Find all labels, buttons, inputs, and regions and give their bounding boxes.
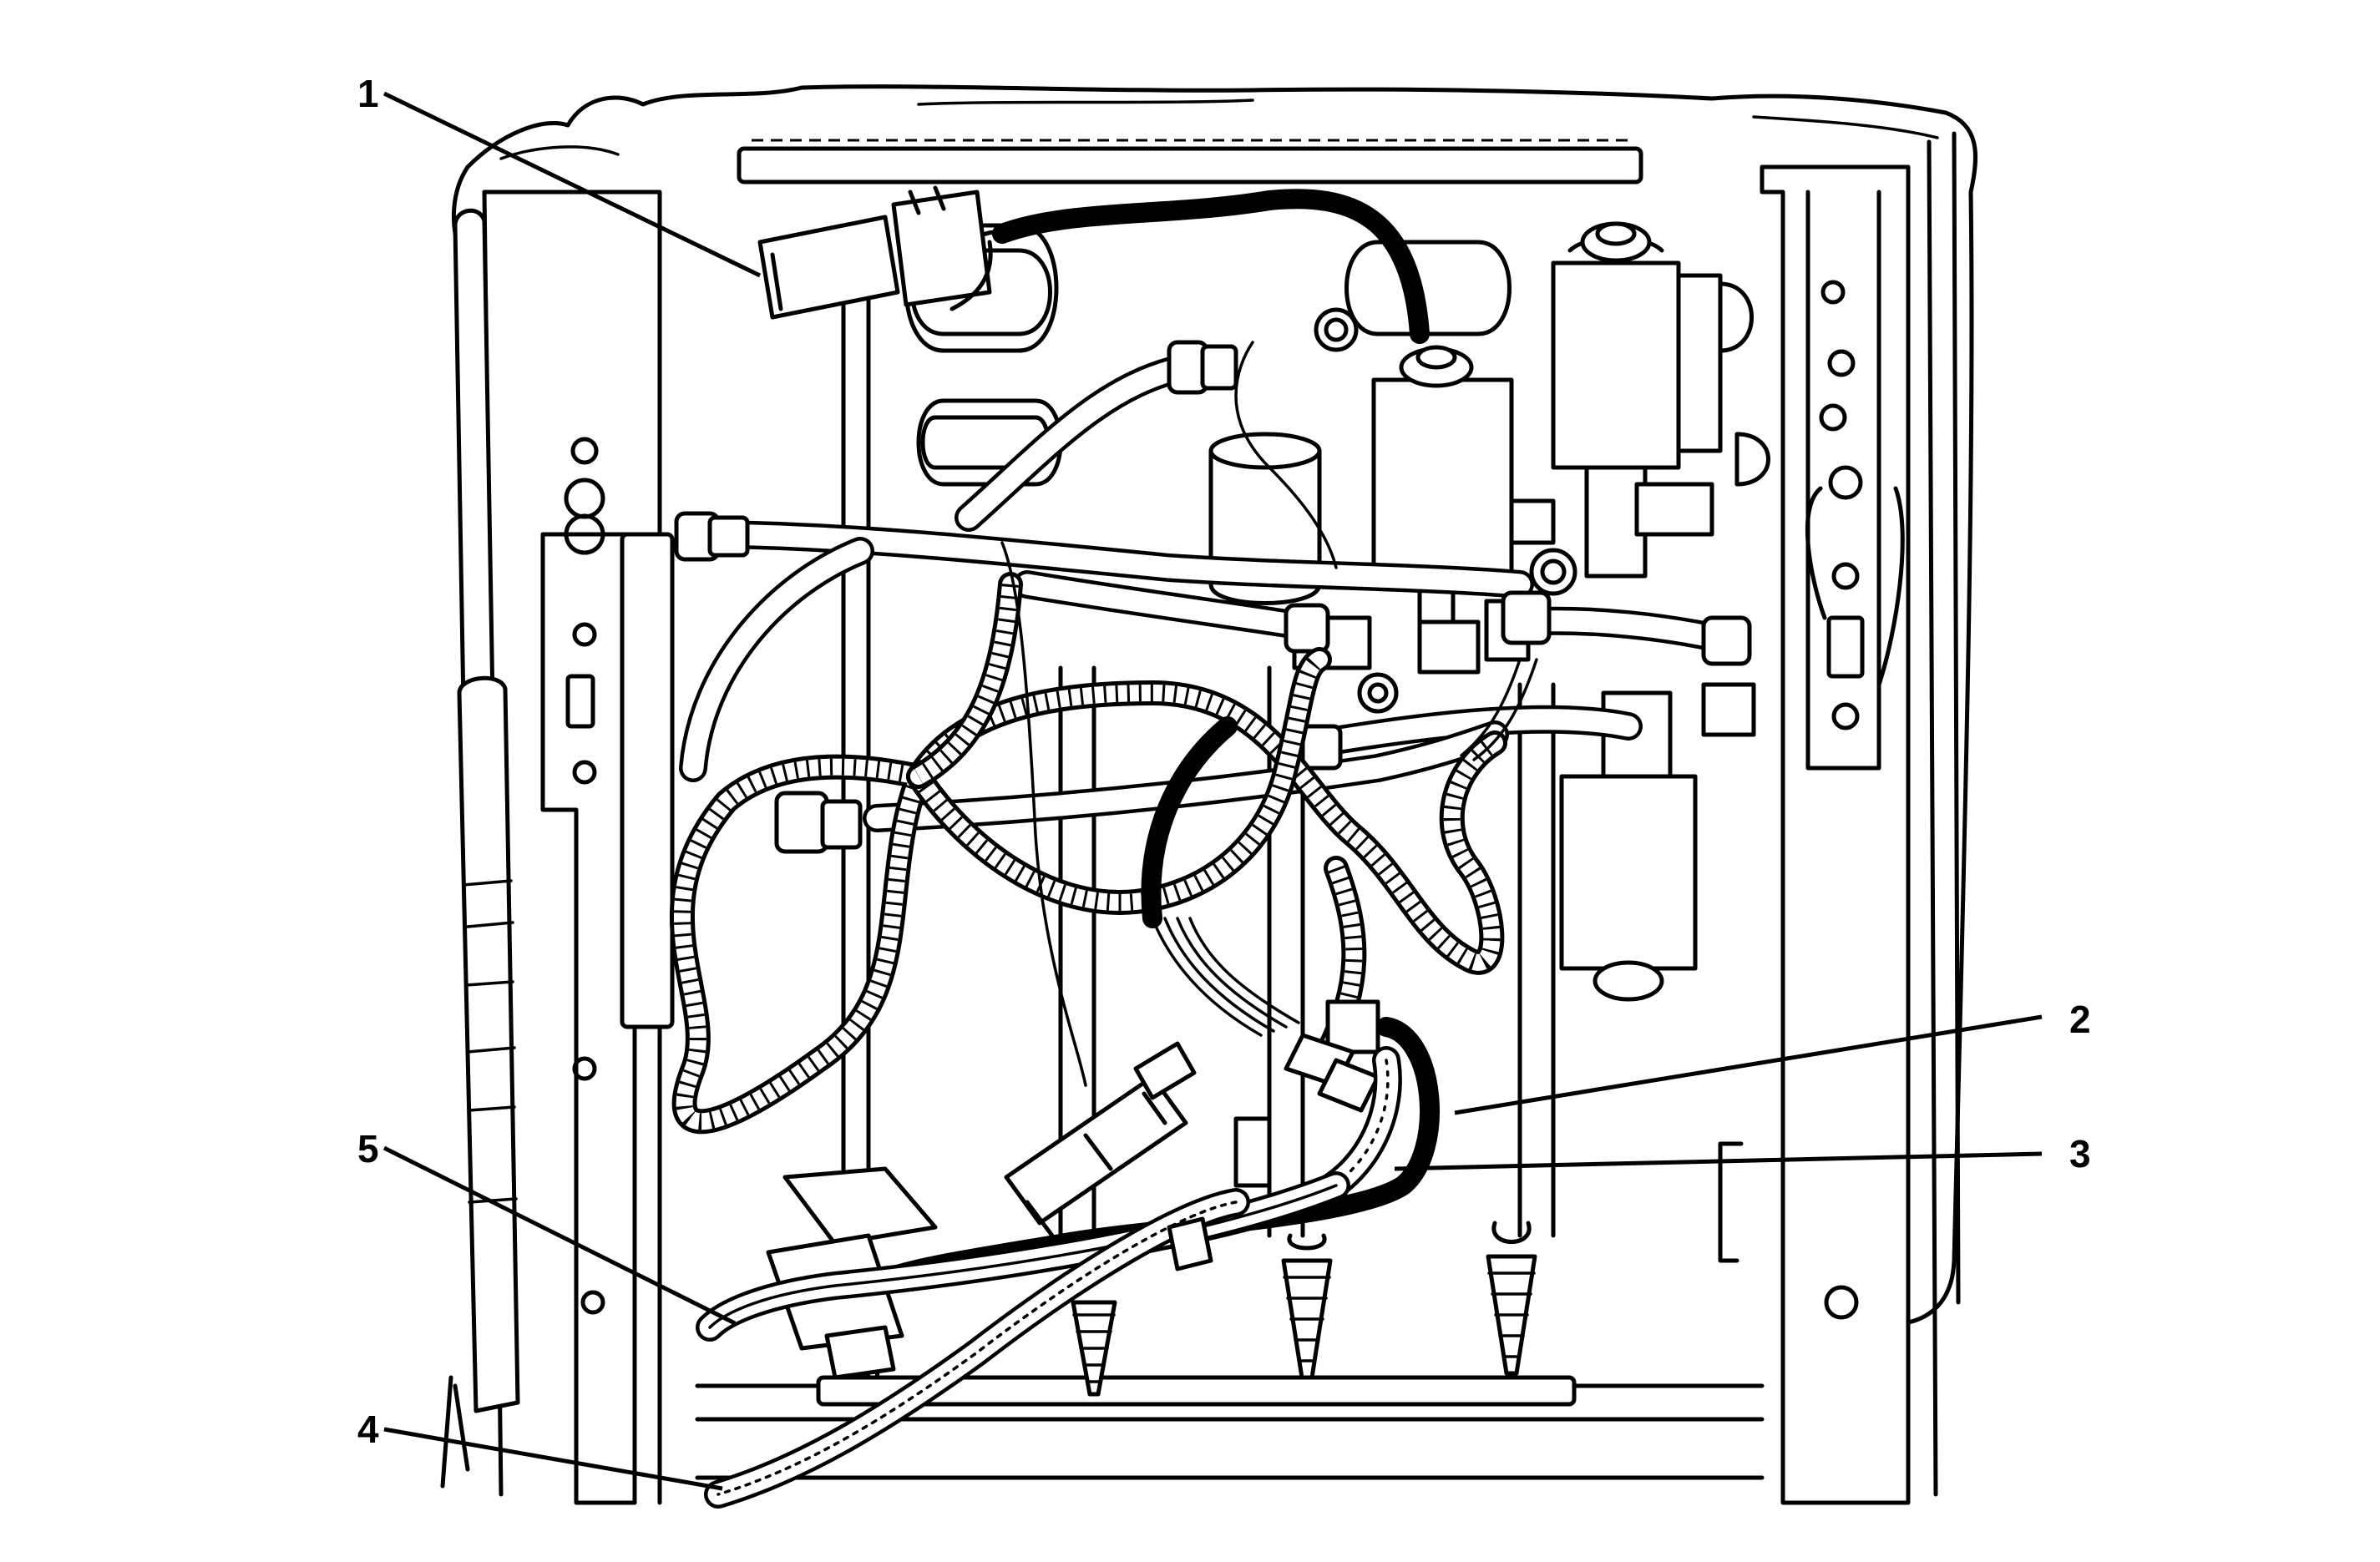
back-panel bbox=[841, 223, 1556, 1238]
bottom-cross-bar bbox=[695, 1375, 1765, 1480]
callout-label-4: 4 bbox=[357, 1408, 379, 1451]
harness-5-striped-cable bbox=[696, 1171, 1350, 1342]
wrapped-harness bbox=[669, 572, 1507, 1135]
top-cross-bar bbox=[737, 139, 1643, 185]
callout-label-3: 3 bbox=[2069, 1132, 2091, 1175]
callout-label-5: 5 bbox=[357, 1127, 379, 1170]
callout-leaders bbox=[382, 91, 2043, 1491]
callout-label-1: 1 bbox=[357, 72, 379, 115]
callout-label-2: 2 bbox=[2069, 998, 2091, 1041]
harness-4-dotted-wire bbox=[704, 1188, 1250, 1509]
connector-1 bbox=[757, 185, 993, 320]
callout-labels: 1 2 3 4 5 bbox=[357, 72, 2091, 1451]
right-frame bbox=[1718, 164, 1911, 1505]
seat-back-cover bbox=[452, 84, 1978, 1497]
left-frame bbox=[440, 190, 675, 1505]
wire-bundle bbox=[1000, 341, 1538, 1087]
